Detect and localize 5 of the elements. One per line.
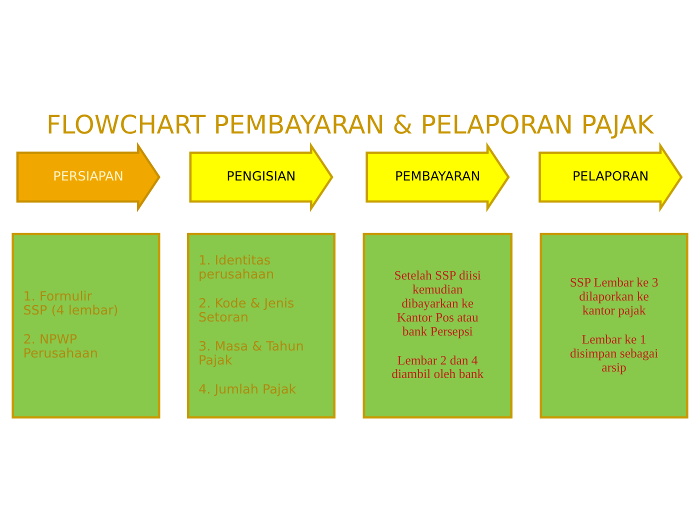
- node-box: 1. Identitas perusahaan 2. Kode & Jenis Setoran 3. Masa & Tahun Pajak 4. Jumlah Pajak: [186, 232, 336, 418]
- node-box: SSP Lembar ke 3 dilaporkan ke kantor pajak Lembar ke 1 disimpan sebagai arsip: [540, 232, 688, 418]
- diagram-title: FLOWCHART PEMBAYARAN & PELAPORAN PAJAK: [46, 110, 654, 140]
- node-box: 1. Formulir SSP (4 lembar) 2. NPWP Perusahaan: [12, 232, 160, 418]
- node-box: Setelah SSP diisi kemudian dibayarkan ke Kantor Pos atau bank Persepsi Lembar 2 dan 4 diambil oleh bank: [362, 232, 512, 418]
